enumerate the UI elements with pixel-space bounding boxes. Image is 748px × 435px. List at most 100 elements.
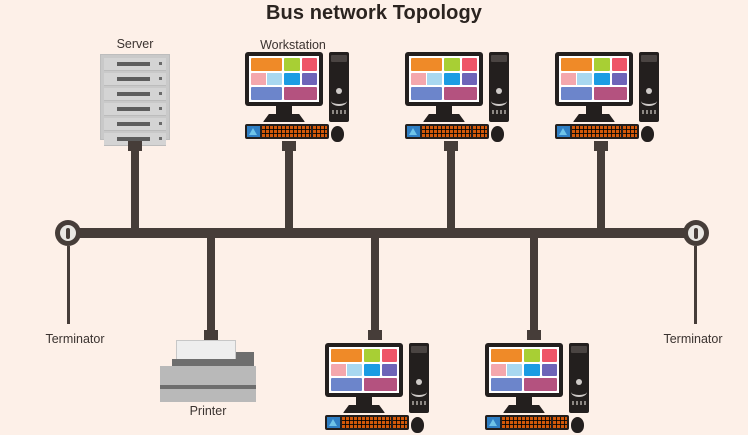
keyboard[interactable] xyxy=(555,124,639,139)
server-slot xyxy=(104,58,166,71)
server-slot xyxy=(104,73,166,86)
power-button-icon[interactable] xyxy=(416,379,422,385)
tile-blueviolet xyxy=(491,378,523,391)
tile-pink-lightblue xyxy=(251,72,283,86)
monitor-screen xyxy=(409,56,479,102)
mouse[interactable] xyxy=(571,417,584,433)
keyboard-accent-key xyxy=(327,417,340,428)
computer-workstation-2[interactable] xyxy=(405,52,509,144)
keyboard-numpad xyxy=(473,126,487,137)
monitor-neck xyxy=(516,396,532,407)
tile-pink-lightblue xyxy=(491,363,523,377)
tower-drive-bay xyxy=(411,346,427,353)
computer-node-4[interactable] xyxy=(325,343,429,435)
tile-lime xyxy=(594,58,610,71)
keyboard-numpad xyxy=(623,126,637,137)
tile-orange xyxy=(411,58,443,71)
pc-tower[interactable] xyxy=(409,343,429,413)
computer-node-5[interactable] xyxy=(485,343,589,435)
tower-arc-accent xyxy=(331,96,347,106)
terminator-right-label: Terminator xyxy=(663,332,723,346)
workstation-2-connector-foot xyxy=(444,141,458,151)
terminator-left-label: Terminator xyxy=(45,332,105,346)
tower-drive-bay xyxy=(331,55,347,62)
terminator-pin-icon xyxy=(66,228,70,239)
tower-arc-accent xyxy=(491,96,507,106)
drop-line-server xyxy=(131,144,139,230)
printer[interactable] xyxy=(160,340,256,402)
tile-blueviolet xyxy=(411,87,443,100)
tile-red xyxy=(611,58,627,71)
terminator-right[interactable] xyxy=(683,220,709,246)
server-slot-bar xyxy=(117,107,150,111)
tile-red xyxy=(541,349,557,362)
terminator-left-stem xyxy=(67,246,70,324)
tile-blue xyxy=(524,363,540,377)
mouse[interactable] xyxy=(491,126,504,142)
monitor xyxy=(325,343,403,397)
keyboard[interactable] xyxy=(405,124,489,139)
terminator-right-stem xyxy=(694,246,697,324)
monitor-neck xyxy=(276,105,292,116)
workstation-1-connector-foot xyxy=(282,141,296,151)
keyboard[interactable] xyxy=(245,124,329,139)
monitor-screen xyxy=(489,347,559,393)
monitor xyxy=(405,52,483,106)
pc-tower[interactable] xyxy=(569,343,589,413)
tile-orange xyxy=(491,349,523,362)
tower-arc-accent xyxy=(641,96,657,106)
workstation-3-connector-foot xyxy=(594,141,608,151)
keyboard-accent-key xyxy=(247,126,260,137)
keyboard-numpad xyxy=(393,417,407,428)
monitor-stand xyxy=(343,405,385,413)
server-slot-led-icon xyxy=(159,92,162,95)
tile-purple xyxy=(301,72,317,86)
tower-vents xyxy=(332,110,346,114)
tower-vents xyxy=(492,110,506,114)
power-button-icon[interactable] xyxy=(576,379,582,385)
computer-workstation-3[interactable] xyxy=(555,52,659,144)
server-slot-bar xyxy=(117,137,150,141)
power-button-icon[interactable] xyxy=(646,88,652,94)
monitor-stand xyxy=(263,114,305,122)
server-rack[interactable] xyxy=(100,54,170,146)
computer-workstation-1[interactable] xyxy=(245,52,349,144)
printer-output-slot xyxy=(172,359,240,366)
keyboard[interactable] xyxy=(325,415,409,430)
printer-label: Printer xyxy=(189,404,227,418)
pc-tower[interactable] xyxy=(489,52,509,122)
pc-tower[interactable] xyxy=(329,52,349,122)
power-button-icon[interactable] xyxy=(336,88,342,94)
tile-blue xyxy=(364,363,380,377)
monitor-neck xyxy=(356,396,372,407)
pc-tower[interactable] xyxy=(639,52,659,122)
keyboard-keys xyxy=(422,126,471,137)
drop-line-workstation-3 xyxy=(597,144,605,230)
tile-orange xyxy=(251,58,283,71)
printer-connector-foot xyxy=(204,330,218,340)
tower-arc-accent xyxy=(411,387,427,397)
monitor-stand xyxy=(423,114,465,122)
terminator-left[interactable] xyxy=(55,220,81,246)
bus-backbone-line xyxy=(66,228,696,238)
keyboard[interactable] xyxy=(485,415,569,430)
tower-vents xyxy=(572,401,586,405)
tile-blueviolet xyxy=(561,87,593,100)
tile-red xyxy=(461,58,477,71)
mouse[interactable] xyxy=(641,126,654,142)
server-connector-foot xyxy=(128,141,142,151)
tile-blue xyxy=(444,72,460,86)
server-slot-led-icon xyxy=(159,77,162,80)
tile-purple xyxy=(541,363,557,377)
server-slot xyxy=(104,118,166,131)
tile-mauve xyxy=(284,87,317,100)
keyboard-numpad xyxy=(313,126,327,137)
power-button-icon[interactable] xyxy=(496,88,502,94)
tile-orange xyxy=(331,349,363,362)
tile-mauve xyxy=(524,378,557,391)
mouse[interactable] xyxy=(411,417,424,433)
tile-mauve xyxy=(444,87,477,100)
keyboard-accent-key xyxy=(557,126,570,137)
computer-4-connector-foot xyxy=(368,330,382,340)
mouse[interactable] xyxy=(331,126,344,142)
